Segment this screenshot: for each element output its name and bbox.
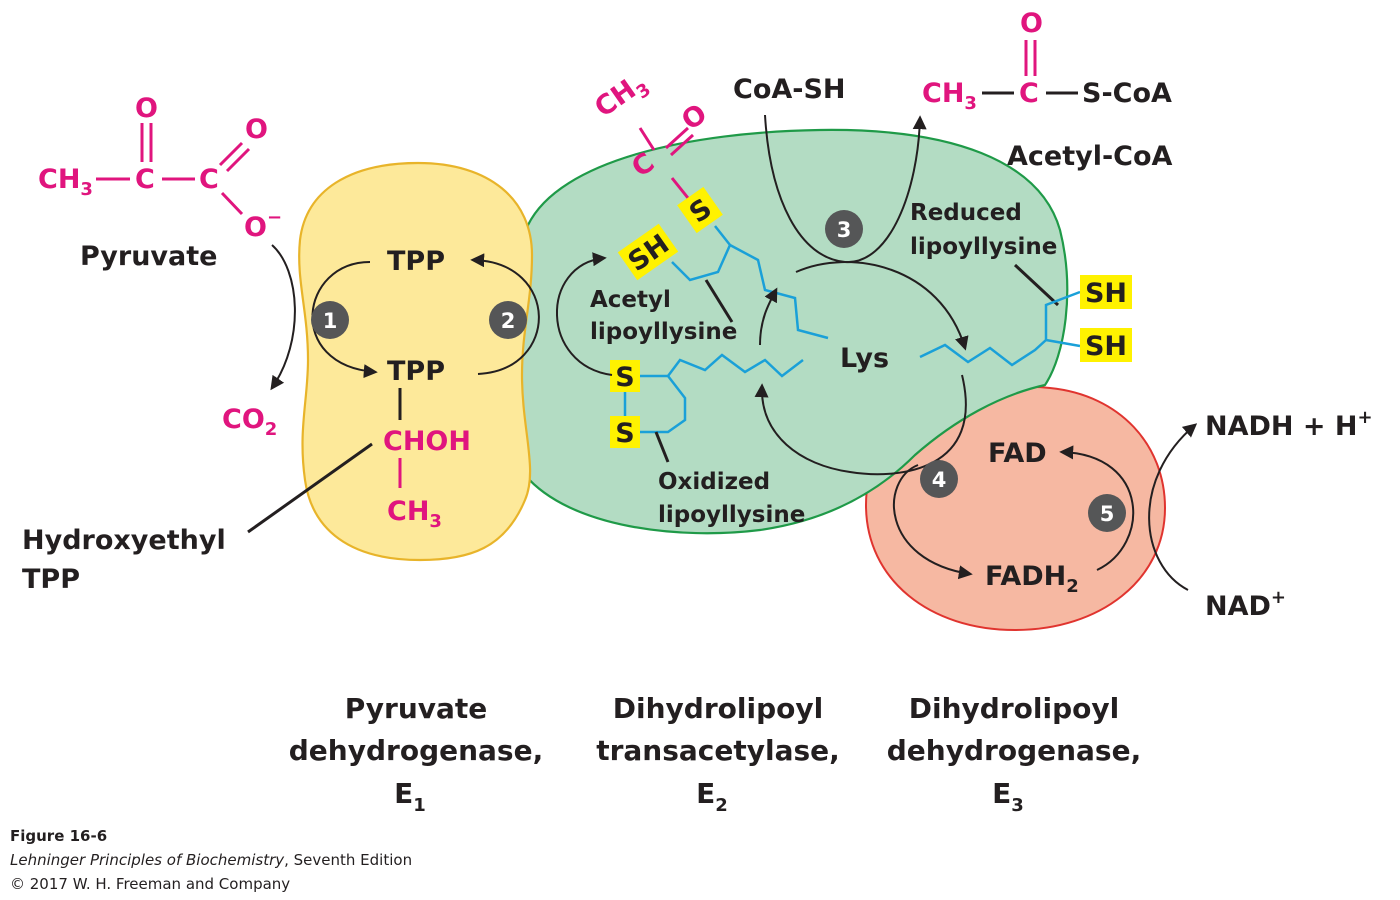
svg-text:E3: E3 (992, 777, 1024, 816)
lipoyl-cycle-arrow-up (759, 287, 778, 346)
oxidized-lipoyl-chain (667, 353, 804, 378)
svg-text:5: 5 (1100, 502, 1115, 526)
coa-sh-label: CoA-SH (733, 74, 846, 105)
acetyl-lipoyl-chain (671, 243, 829, 340)
enzyme-e1-title: Pyruvate dehydrogenase, E1 (289, 692, 543, 816)
svg-text:S-CoA: S-CoA (1082, 78, 1172, 109)
lipoyl-cycle-arrow-back (754, 374, 967, 476)
acetyl-lipoyllysine-line2: lipoyllysine (590, 319, 737, 345)
reduced-sh-bottom: SH (1085, 331, 1127, 362)
book-title: Lehninger Principles of Biochemistry (10, 851, 285, 869)
acetyl-coa-label: Acetyl-CoA (1007, 141, 1173, 172)
enzyme-e3-title: Dihydrolipoyl dehydrogenase, E3 (887, 692, 1141, 816)
svg-text:transacetylase,: transacetylase, (596, 734, 840, 767)
reduced-sh-top: SH (1085, 278, 1127, 309)
oxidized-lipoyllysine-line1: Oxidized (658, 469, 770, 495)
fad-label: FAD (988, 438, 1047, 469)
pyruvate-label: Pyruvate (80, 241, 217, 272)
step2-arrow (470, 253, 540, 375)
step-1-marker: 1 (311, 301, 349, 339)
decarboxylation-arrow (270, 244, 296, 391)
nad-label: NAD+ (1205, 587, 1286, 622)
reduced-sh-badge-top (1080, 275, 1132, 309)
oxidized-s-badge-top (610, 360, 640, 392)
tpp-bottom-label: TPP (387, 356, 445, 387)
oxidized-lipoyllysine-line2: lipoyllysine (658, 502, 805, 528)
choh-label: CHOH (383, 426, 471, 457)
oxidized-lipoyl-ring (640, 374, 687, 434)
reduced-sh-badge-bottom (1080, 328, 1132, 362)
nad-reduction-arrow (1148, 423, 1198, 591)
pyruvate-structure: O CH3 C C O O− Pyruvate (38, 93, 282, 272)
svg-text:Dihydrolipoyl: Dihydrolipoyl (613, 692, 823, 725)
pyruvate-ch3: CH3 (38, 164, 93, 200)
step4-arrow (892, 464, 973, 580)
pyruvate-c2: C (199, 164, 219, 195)
reduced-lipoyllysine-line2: lipoyllysine (910, 234, 1057, 260)
svg-text:CH3: CH3 (589, 67, 655, 128)
step-5-marker: 5 (1088, 494, 1126, 532)
ch3-bottom-label: CH3 (387, 496, 442, 532)
svg-text:O: O (1020, 8, 1043, 39)
hydroxyethyl-tpp-line1: Hydroxyethyl (22, 525, 226, 556)
acetyl-coa-structure: O CH3 C S-CoA Acetyl-CoA (922, 8, 1173, 172)
copyright: © 2017 W. H. Freeman and Company (10, 875, 291, 893)
pyruvate-o-right: O (245, 114, 268, 145)
step-4-marker: 4 (920, 460, 958, 498)
svg-text:1: 1 (323, 309, 338, 333)
enzyme-e2-title: Dihydrolipoyl transacetylase, E2 (596, 692, 840, 816)
step-3-marker: 3 (825, 210, 863, 248)
svg-text:E1: E1 (394, 777, 426, 816)
lys-label: Lys (840, 343, 889, 374)
pyruvate-o-minus: O− (244, 207, 282, 243)
svg-text:2: 2 (501, 309, 516, 333)
oxidized-s-badge-bottom (610, 416, 640, 448)
step3-arrow (764, 114, 927, 264)
svg-text:3: 3 (837, 218, 852, 242)
co2-label: CO2 (222, 404, 277, 440)
nadh-label: NADH + H+ (1205, 407, 1373, 442)
svg-text:dehydrogenase,: dehydrogenase, (887, 734, 1141, 767)
book-edition: , Seventh Edition (284, 851, 413, 869)
fadh2-label: FADH2 (985, 561, 1079, 597)
svg-text:C: C (1019, 78, 1039, 109)
reduced-lipoyl-chain (919, 290, 1081, 367)
pyruvate-c1: C (135, 164, 155, 195)
acetyl-lipoyllysine-line1: Acetyl (590, 287, 671, 313)
lipoyl-cycle-arrow-right (795, 261, 969, 351)
svg-text:Pyruvate: Pyruvate (345, 692, 488, 725)
reduced-lipoyllysine-line1: Reduced (910, 200, 1022, 226)
svg-text:Dihydrolipoyl: Dihydrolipoyl (909, 692, 1119, 725)
figure-number: Figure 16-6 (10, 827, 108, 845)
svg-text:4: 4 (932, 468, 947, 492)
oxidized-s-bottom: S (615, 418, 634, 449)
svg-text:O: O (676, 98, 713, 137)
hydroxyethyl-tpp-line2: TPP (22, 564, 80, 595)
svg-text:CH3: CH3 (922, 78, 977, 114)
step5-arrow (1059, 445, 1135, 571)
svg-text:E2: E2 (696, 777, 728, 816)
tpp-top-label: TPP (387, 246, 445, 277)
pyruvate-o-top: O (135, 93, 158, 124)
svg-text:dehydrogenase,: dehydrogenase, (289, 734, 543, 767)
step-2-marker: 2 (489, 301, 527, 339)
oxidized-s-top: S (615, 362, 634, 393)
book-credit: Lehninger Principles of Biochemistry, Se… (10, 851, 412, 869)
lipoyl-acetylation-arrow (556, 252, 613, 376)
